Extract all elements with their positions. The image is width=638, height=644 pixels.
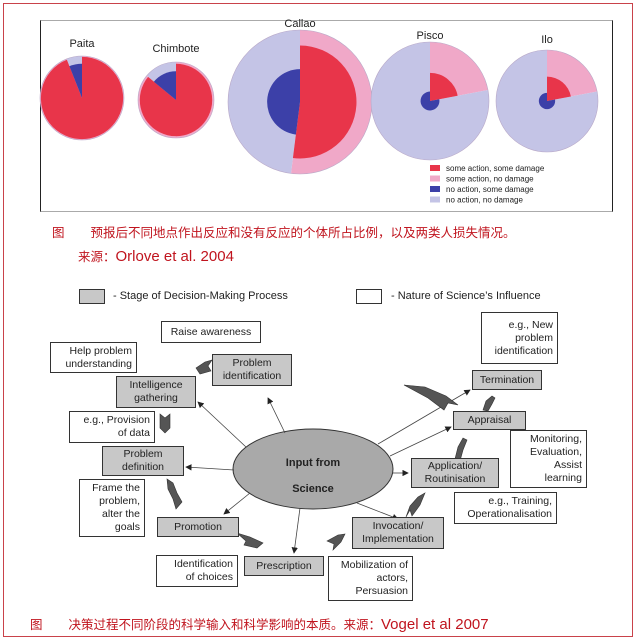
influence-frame-the-problem: Frame the problem, alter the goals [79, 479, 145, 537]
flow-arrow-prescription-to-invocation [326, 533, 346, 551]
figure1-caption-prefix: 图 [52, 225, 65, 240]
pie-outline [370, 41, 490, 161]
legend-stage-label: - Stage of Decision-Making Process [113, 290, 288, 302]
slice-no-action-some-damage [538, 92, 556, 110]
figure1-caption: 图 预报后不同地点作出反应和没有反应的个体所占比例，以及两类人损失情况。 [52, 222, 516, 241]
input-from-science-ellipse [232, 428, 394, 510]
slice-no-action-no-damage [228, 30, 300, 174]
stage-problem-definition: Problem definition [102, 446, 184, 476]
figure-frame [3, 3, 633, 637]
pie-chart-panel [40, 20, 613, 212]
stage-promotion: Promotion [157, 517, 239, 537]
pie-ilo: Ilo [495, 34, 599, 153]
slice-some-action-some-damage [547, 76, 571, 101]
arrow-to-termination [377, 389, 471, 445]
flow-arrow-appraisal-feedback [403, 384, 459, 411]
slice-some-action-some-damage [430, 72, 458, 101]
pie-outline [137, 61, 215, 139]
legend-influence-swatch [356, 289, 382, 304]
slice-no-action-some-damage [69, 63, 82, 98]
figure2-caption-prefix: 图 [30, 617, 43, 632]
stage-invocation-implementation: Invocation/ Implementation [352, 517, 444, 549]
center-label-line2: Science [292, 483, 334, 495]
stage-application-routinisation: Application/ Routinisation [411, 458, 499, 488]
stage-intelligence-gathering: Intelligence gathering [116, 376, 196, 408]
influence-provision-of-data: e.g., Provision of data [69, 411, 155, 443]
pie-label: Chimbote [152, 43, 199, 55]
legend-swatch [430, 186, 440, 192]
legend-label: no action, no damage [446, 196, 523, 205]
slice-no-action-some-damage [420, 91, 440, 111]
legend-swatch [430, 165, 440, 171]
arrow-to-invocation [356, 502, 399, 520]
arrow-to-prescription [291, 507, 301, 554]
legend-swatch [430, 175, 440, 182]
center-label-line1: Input from [285, 457, 341, 469]
legend-stage-swatch [79, 289, 105, 304]
influence-new-problem: e.g., New problem identification [481, 312, 558, 364]
arrow-to-intelligence-gathering [197, 401, 247, 448]
pie-chimbote: Chimbote [137, 43, 215, 139]
pie-pisco: Pisco [370, 30, 490, 161]
pie-label: Paita [69, 38, 95, 50]
figure1-source: 来源：Orlove et al. 2004 [78, 246, 234, 265]
figure2-source-ref: Vogel et al 2007 [381, 616, 489, 633]
influence-help-problem-understanding: Help problem understanding [50, 342, 137, 373]
pie-label: Callao [284, 18, 315, 30]
influence-mobilization: Mobilization of actors, Persuasion [328, 556, 413, 601]
center-label: Input from Science [270, 450, 356, 502]
pie-outline [39, 55, 125, 141]
pie-label: Ilo [541, 34, 553, 46]
legend-influence-label: - Nature of Science’s Influence [391, 290, 541, 302]
influence-monitoring: Monitoring, Evaluation, Assist learning [510, 430, 587, 488]
flow-arrow-intelligence-to-definition [159, 413, 171, 434]
stage-prescription: Prescription [244, 556, 324, 576]
legend-swatch [430, 196, 440, 203]
slice-no-action-some-damage [153, 71, 176, 100]
slice-some-action-some-damage [292, 45, 357, 159]
influence-raise-awareness: Raise awareness [161, 321, 261, 343]
flow-arrow-appraisal-to-termination [482, 395, 496, 412]
influence-training: e.g., Training, Operationalisation [454, 492, 557, 524]
pie-label: Pisco [417, 30, 444, 42]
legend-label: no action, some damage [446, 185, 534, 194]
figure1-source-ref: Orlove et al. 2004 [115, 248, 234, 265]
figure1-caption-text: 预报后不同地点作出反应和没有反应的个体所占比例，以及两类人损失情况。 [90, 225, 516, 240]
pie-outline [495, 49, 599, 153]
pie-paita: Paita [39, 38, 125, 141]
legend-label: some action, some damage [446, 164, 545, 173]
arrow-to-appraisal [389, 426, 452, 457]
arrow-to-problem-identification [267, 397, 286, 434]
flow-arrow-definition-to-promotion [166, 478, 183, 510]
arrow-to-problem-definition [185, 464, 235, 471]
legend-label: some action, no damage [446, 175, 534, 184]
stage-problem-identification: Problem identification [212, 354, 292, 386]
influence-identification-of-choices: Identification of choices [156, 555, 238, 587]
arrow-to-promotion [223, 492, 251, 515]
slice-no-action-some-damage [267, 69, 300, 135]
stage-termination: Termination [472, 370, 542, 390]
flow-arrow-identification-to-intelligence [195, 359, 213, 375]
figure2-caption-text: 决策过程不同阶段的科学输入和科学影响的本质。来源： [68, 617, 381, 632]
flow-arrow-invocation-to-application [405, 492, 426, 518]
figure1-source-label: 来源： [78, 249, 116, 264]
stage-appraisal: Appraisal [453, 411, 526, 430]
figure2-caption: 图 决策过程不同阶段的科学输入和科学影响的本质。来源：Vogel et al 2… [30, 614, 489, 633]
pie-callao: Callao [227, 18, 373, 175]
flow-arrow-promotion-to-prescription [236, 532, 264, 549]
